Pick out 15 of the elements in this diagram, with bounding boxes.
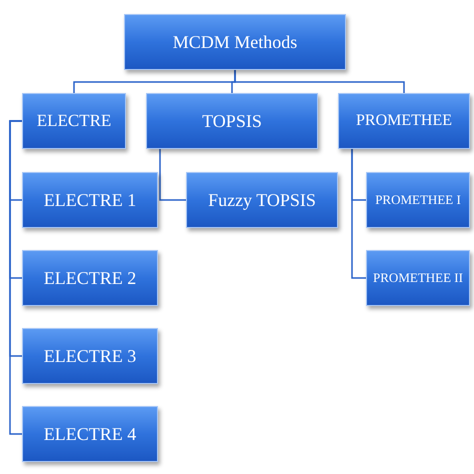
method-box: MCDM Methods bbox=[124, 14, 346, 70]
method-box: Fuzzy TOPSIS bbox=[186, 172, 338, 228]
connector-line bbox=[351, 149, 366, 279]
connector-line bbox=[9, 120, 22, 435]
method-box: PROMETHEE bbox=[338, 93, 470, 149]
method-box: ELECTRE 4 bbox=[22, 406, 158, 462]
method-box: ELECTRE 2 bbox=[22, 250, 158, 306]
method-box: TOPSIS bbox=[146, 93, 318, 149]
method-box: ELECTRE 1 bbox=[22, 172, 158, 228]
method-box: PROMETHEE II bbox=[366, 250, 470, 306]
connector-line bbox=[234, 70, 405, 93]
method-box: ELECTRE bbox=[22, 93, 126, 149]
method-box: ELECTRE 3 bbox=[22, 328, 158, 384]
method-box: PROMETHEE I bbox=[366, 172, 470, 228]
connector-line bbox=[159, 149, 186, 201]
